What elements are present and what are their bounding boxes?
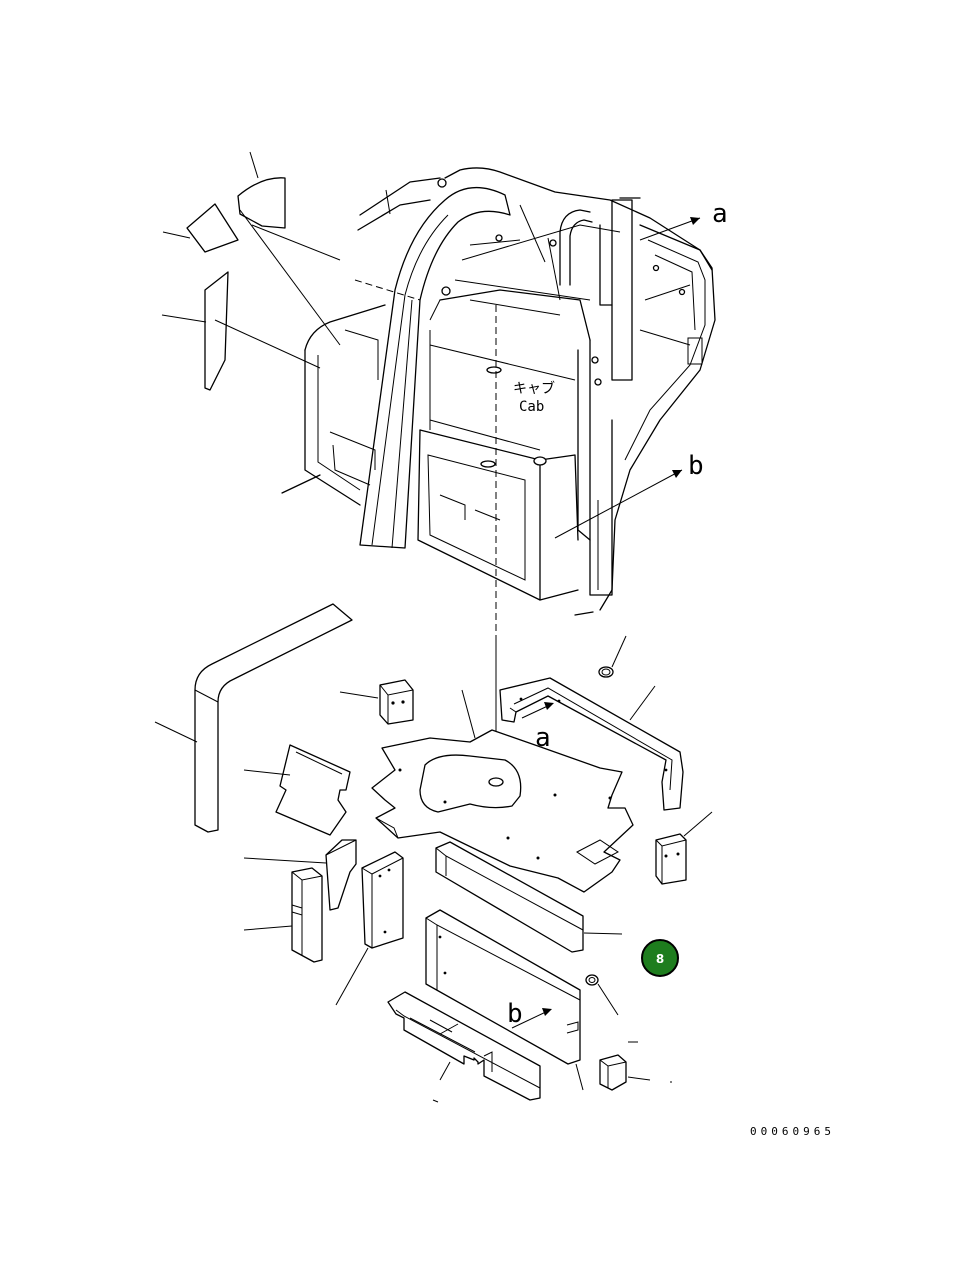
cab-label: キャブ Cab: [513, 380, 555, 415]
drawing-code: 00060965: [750, 1125, 835, 1138]
lower-parts: a b: [154, 603, 713, 1103]
arrow-a-label-part: a: [535, 723, 551, 753]
callout-badge: 8: [641, 939, 679, 977]
cab-label-jp: キャブ: [513, 380, 555, 397]
cab-assembly: [281, 167, 716, 760]
arrow-b-label-part: b: [507, 999, 523, 1029]
top-arrow-a: a: [639, 199, 728, 241]
arrow-a-label-top: a: [712, 199, 728, 229]
badge-number: 8: [656, 952, 664, 966]
arrow-b-label-top: b: [688, 451, 704, 481]
top-left-parts: [161, 151, 341, 391]
cab-label-en: Cab: [519, 399, 544, 415]
top-arrow-b: b: [554, 451, 704, 539]
